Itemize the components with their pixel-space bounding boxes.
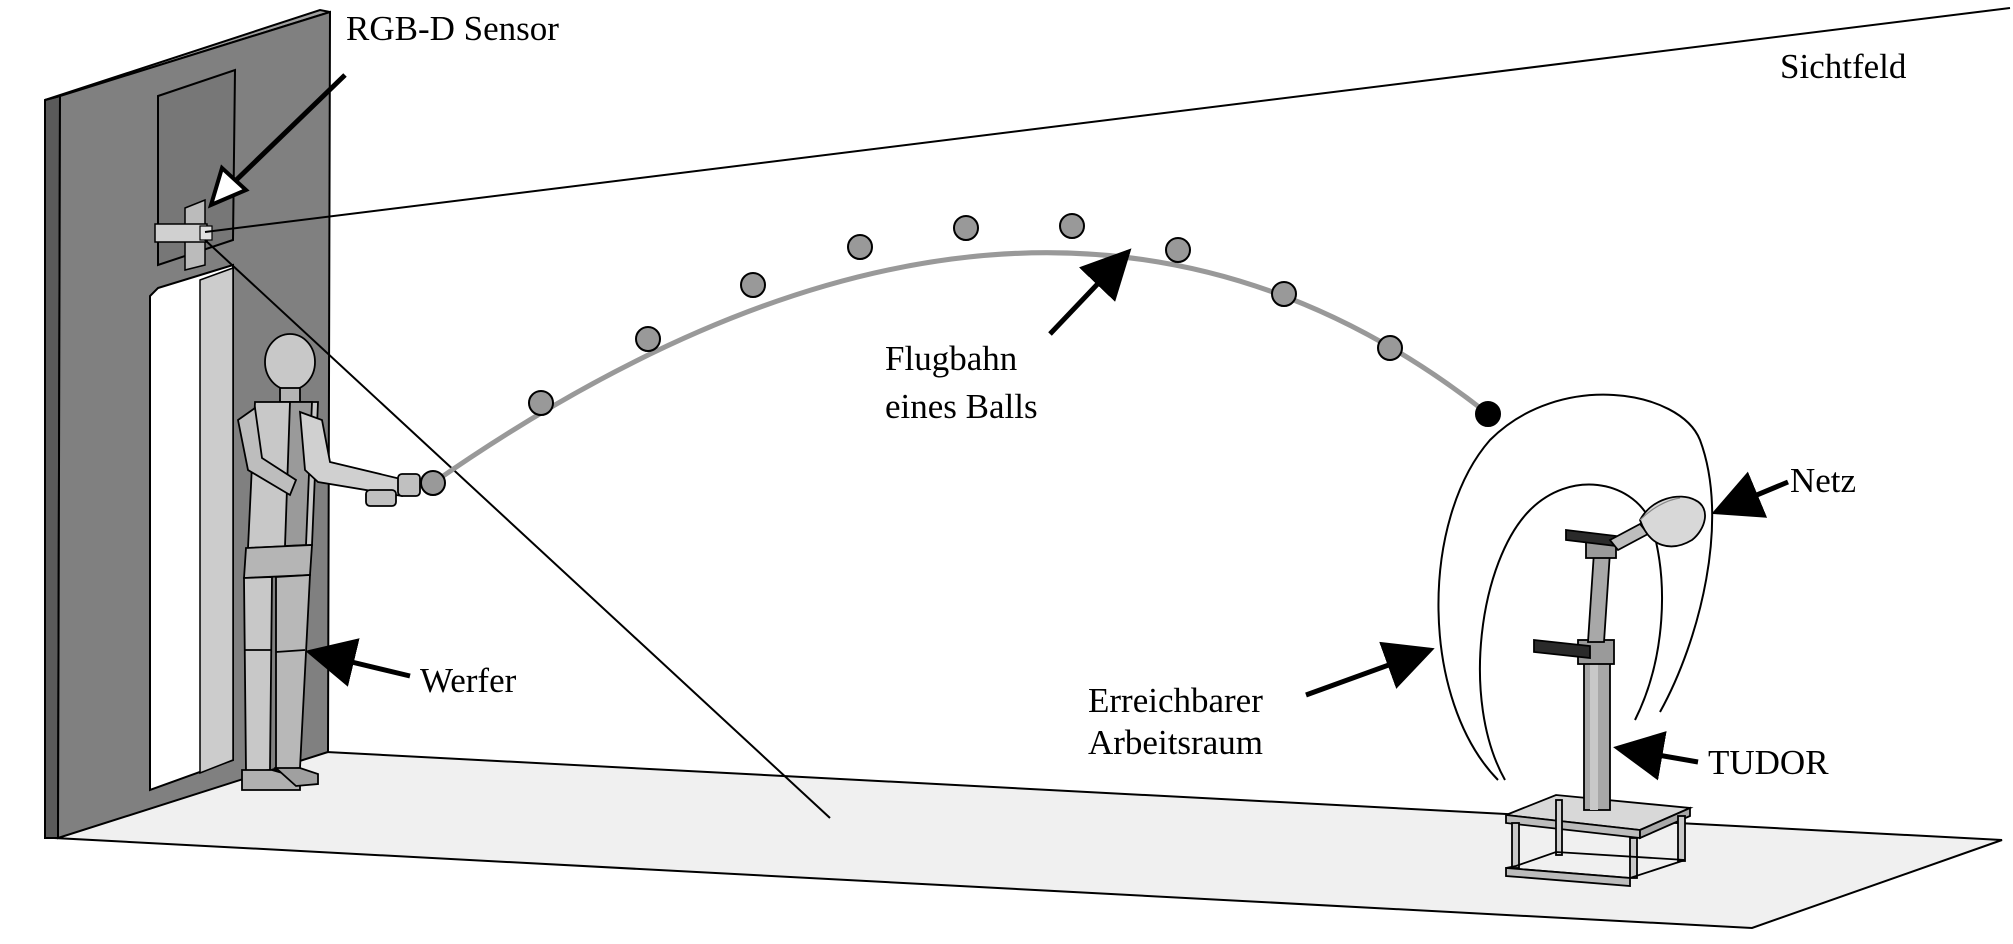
ball-position <box>953 215 979 241</box>
trajectory-arrow <box>1048 248 1132 336</box>
ball-final-position <box>1475 401 1501 427</box>
field-of-view-label: Sichtfeld <box>1780 47 1907 86</box>
ball-position <box>1059 213 1085 239</box>
thrower-figure <box>237 333 421 791</box>
ball-position <box>1271 281 1297 307</box>
rgbd-sensor <box>154 198 213 271</box>
ball-position <box>1165 237 1191 263</box>
robot-label: TUDOR <box>1708 743 1829 782</box>
tudor-robot <box>1505 495 1706 887</box>
wall-with-door <box>44 8 332 840</box>
net-label: Netz <box>1790 461 1856 500</box>
ball-position <box>740 272 766 298</box>
workspace-label-line1: Erreichbarer <box>1088 681 1263 720</box>
ball-position <box>847 234 873 260</box>
ball-trajectory-curve <box>431 250 1490 486</box>
workspace-label-line2: Arbeitsraum <box>1088 723 1263 762</box>
annotation-arrows <box>207 73 1789 781</box>
reachable-workspace-outline <box>1437 393 1714 781</box>
field-of-view-upper-line <box>204 7 2011 233</box>
sensor-arrow <box>226 73 347 190</box>
ball-positions <box>420 213 1501 496</box>
net-arrow <box>1711 471 1789 518</box>
ball-position <box>635 326 661 352</box>
net <box>1639 495 1706 548</box>
workspace-arrow <box>1305 641 1435 698</box>
sensor-arrow-head <box>207 164 250 209</box>
ball-position <box>1377 335 1403 361</box>
trajectory-label-line1: Flugbahn <box>885 339 1017 378</box>
field-of-view-lower-line <box>204 239 831 819</box>
ball-position <box>528 390 554 416</box>
thrower-arrow <box>305 638 411 687</box>
sensor-label: RGB-D Sensor <box>346 9 559 48</box>
robot-arrow <box>1613 731 1699 781</box>
thrower-label: Werfer <box>420 661 517 700</box>
trajectory-label-line2: eines Balls <box>885 387 1038 426</box>
ball-position <box>420 470 446 496</box>
